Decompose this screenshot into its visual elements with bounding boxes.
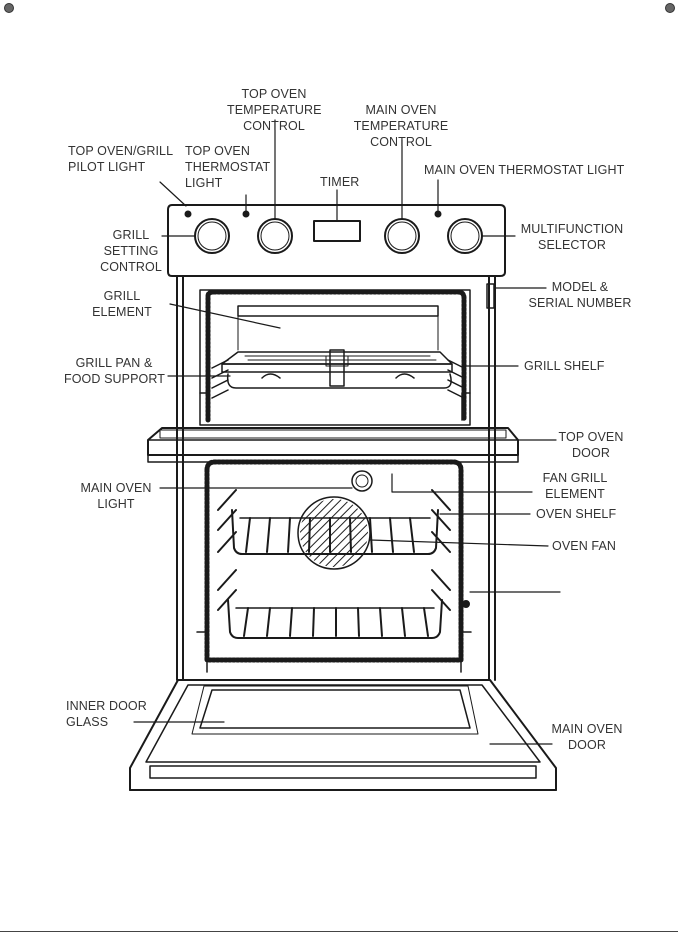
label-timer: TIMER — [320, 175, 360, 189]
top-oven-thermostat-light-dot — [242, 210, 250, 218]
main-oven-door — [129, 679, 557, 791]
main-oven-temperature-knob — [384, 218, 420, 254]
main-oven-thermostat-light-dot — [434, 210, 442, 218]
label-inner-door-glass: INNER DOOR GLASS — [66, 699, 147, 729]
footer-rule — [0, 931, 678, 932]
label-model-serial-number: MODEL & SERIAL NUMBER — [528, 280, 632, 310]
label-top-oven-grill-pilot-light: TOP OVEN/GRILL PILOT LIGHT — [68, 144, 174, 174]
label-grill-setting-control: GRILL SETTING CONTROL — [100, 228, 162, 274]
label-grill-pan-food-support: GRILL PAN & FOOD SUPPORT — [64, 356, 165, 386]
label-main-oven-thermostat-light: MAIN OVEN THERMOSTAT LIGHT — [424, 163, 625, 177]
main-oven-cavity — [196, 459, 472, 673]
label-oven-fan: OVEN FAN — [552, 539, 617, 553]
label-grill-element: GRILL ELEMENT — [92, 289, 152, 319]
oven-body — [176, 275, 496, 681]
top-oven-cavity — [199, 289, 471, 426]
label-top-oven-thermostat-light: TOP OVEN THERMOSTAT LIGHT — [185, 144, 271, 190]
grill-pan-handle — [329, 349, 345, 387]
top-oven-pilot-light-dot — [184, 210, 192, 218]
side-stud — [462, 600, 470, 608]
corner-mark-left — [4, 3, 14, 13]
model-serial-plate — [486, 283, 495, 309]
grill-element-plate — [237, 305, 439, 317]
main-oven-light-lamp — [351, 470, 373, 492]
label-main-oven-light: MAIN OVEN LIGHT — [80, 481, 152, 511]
top-oven-temperature-knob — [257, 218, 293, 254]
label-multifunction-selector: MULTIFUNCTION SELECTOR — [520, 222, 624, 252]
leader-lines — [133, 119, 561, 745]
label-top-oven-temperature-control: TOP OVEN TEMPERATURE CONTROL — [227, 87, 322, 133]
label-main-oven-door: MAIN OVEN DOOR — [551, 722, 623, 752]
control-panel — [167, 204, 506, 277]
top-oven-door — [147, 427, 519, 463]
label-top-oven-door: TOP OVEN DOOR — [558, 430, 624, 460]
grill-setting-knob — [194, 218, 230, 254]
label-fan-grill-element: FAN GRILL ELEMENT — [542, 471, 608, 501]
label-oven-shelf: OVEN SHELF — [536, 507, 617, 521]
multifunction-knob — [447, 218, 483, 254]
label-grill-shelf: GRILL SHELF — [524, 359, 605, 373]
label-main-oven-temperature-control: MAIN OVEN TEMPERATURE CONTROL — [353, 103, 449, 149]
timer-display — [313, 220, 361, 242]
corner-mark-right — [665, 3, 675, 13]
